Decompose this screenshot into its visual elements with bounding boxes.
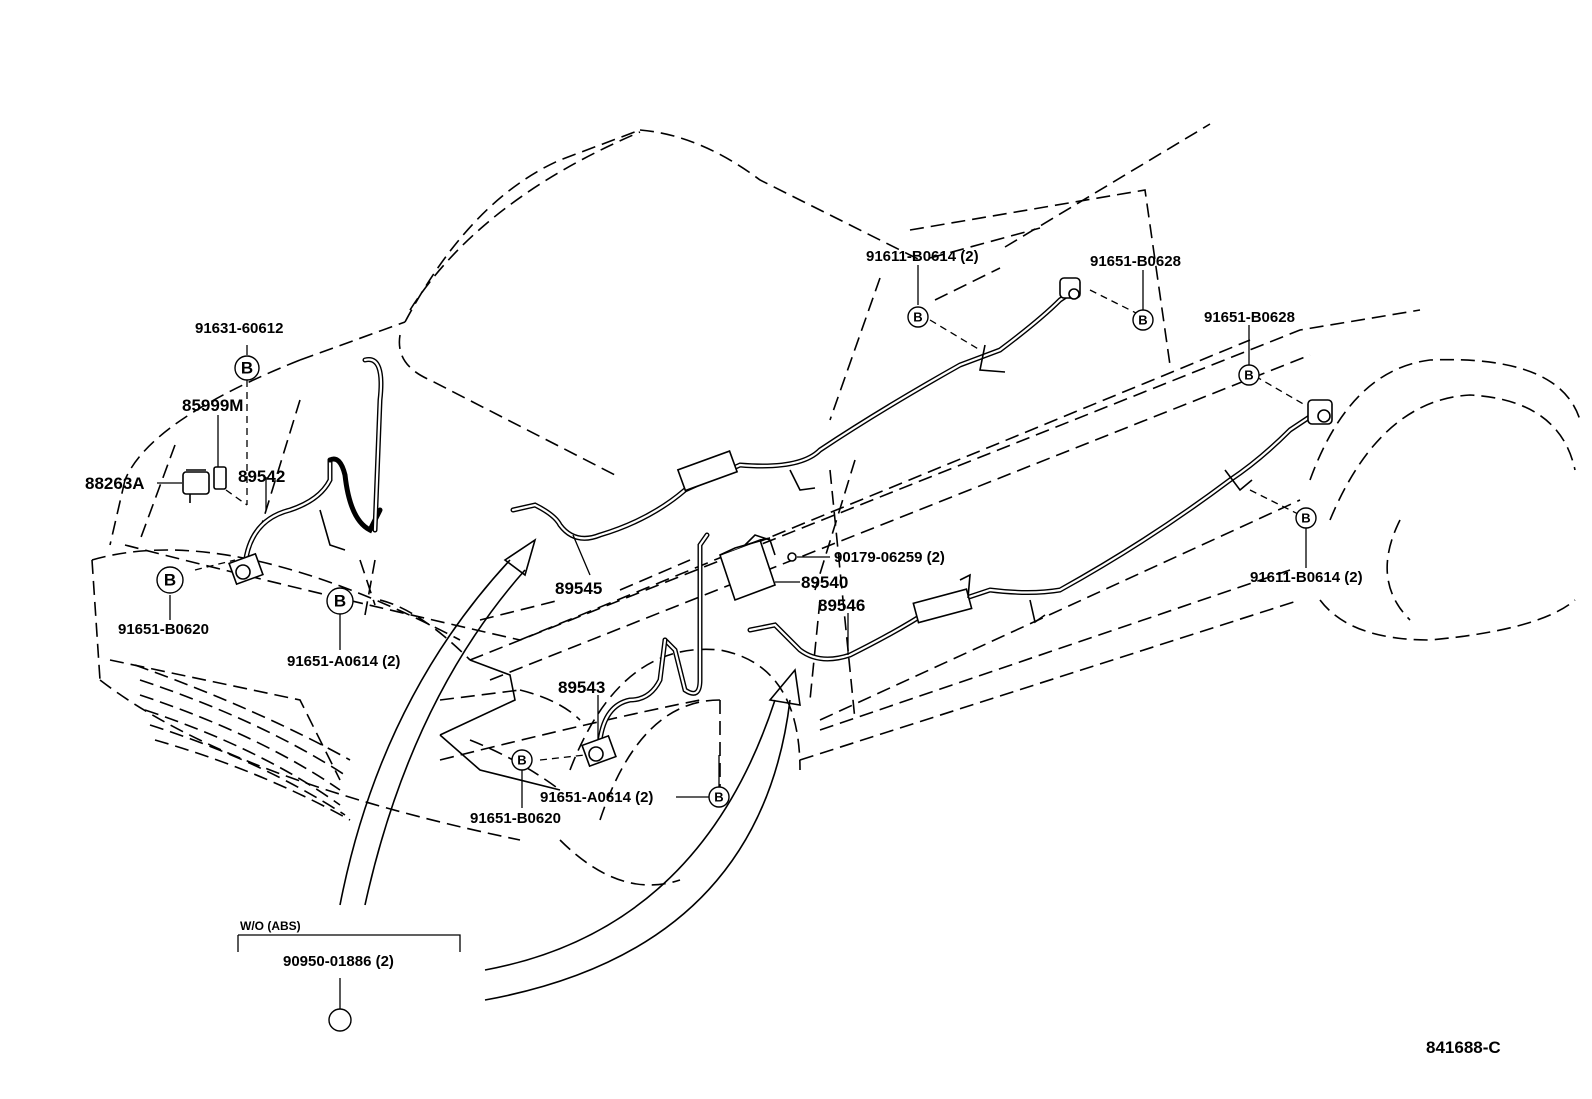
bolt-marker-91651-b0620-left: B: [156, 566, 184, 594]
label-88263a: 88263A: [85, 474, 145, 493]
label-91631-60612: 91631-60612: [195, 320, 283, 337]
label-91651-a0614-center: 91651-A0614 (2): [540, 789, 653, 806]
svg-text:B: B: [913, 310, 922, 325]
label-89546: 89546: [818, 596, 865, 615]
grommet-90950-01886: [328, 1008, 352, 1032]
label-89540: 89540: [801, 573, 848, 592]
bolt-marker-91631: B: [234, 355, 260, 381]
assembly-direction-arrows: [339, 538, 801, 1001]
rear-left-speed-sensor-wire: [510, 277, 1141, 541]
bolt-marker-91651-b0628-right: B: [1238, 364, 1260, 386]
label-85999m: 85999M: [182, 396, 243, 415]
label-91611-b0614-top: 91611-B0614 (2): [866, 248, 979, 265]
label-leader-lines: [169, 265, 1307, 1010]
bolt-marker-91651-a0614-left: B: [326, 587, 354, 615]
svg-text:B: B: [241, 359, 253, 378]
svg-text:B: B: [517, 753, 526, 768]
label-91651-b0628-right: 91651-B0628: [1204, 309, 1295, 326]
bolt-marker-91651-b0620-center: B: [511, 749, 533, 771]
svg-text:B: B: [714, 790, 723, 805]
label-89542: 89542: [238, 467, 285, 486]
svg-text:B: B: [1138, 313, 1147, 328]
label-91651-b0620-left: 91651-B0620: [118, 621, 209, 638]
front-right-speed-sensor-wire: [539, 532, 710, 768]
label-91651-b0620-center: 91651-B0620: [470, 810, 561, 827]
bolt-marker-91651-b0628-top: B: [1132, 309, 1154, 331]
label-90179-06259: 90179-06259 (2): [834, 549, 945, 566]
svg-text:B: B: [334, 592, 346, 611]
bolt-marker-91611-b0614-top: B: [907, 306, 929, 328]
abs-ecu-89540: [718, 534, 830, 602]
svg-text:B: B: [1301, 511, 1310, 526]
rear-right-speed-sensor-wire: [747, 375, 1333, 662]
diagram-code: 841688-C: [1426, 1038, 1501, 1057]
speed-sensor-connector-assembly: [157, 380, 248, 506]
label-89545: 89545: [555, 579, 602, 598]
label-91651-a0614-left: 91651-A0614 (2): [287, 653, 400, 670]
label-90950-01886: 90950-01886 (2): [283, 953, 394, 970]
label-91651-b0628-top: 91651-B0628: [1090, 253, 1181, 270]
bolt-marker-91611-b0614-right: B: [1295, 507, 1317, 529]
front-left-speed-sensor-wire: [228, 357, 384, 586]
label-wo-abs: W/O (ABS): [240, 919, 301, 933]
label-91611-b0614-right: 91611-B0614 (2): [1250, 569, 1363, 586]
svg-text:B: B: [1244, 368, 1253, 383]
front-bumper-outline: [439, 659, 561, 791]
bolt-marker-91651-a0614-center: B: [708, 786, 730, 808]
vehicle-body-outline: [91, 123, 1581, 886]
label-89543: 89543: [558, 678, 605, 697]
svg-text:B: B: [164, 571, 176, 590]
